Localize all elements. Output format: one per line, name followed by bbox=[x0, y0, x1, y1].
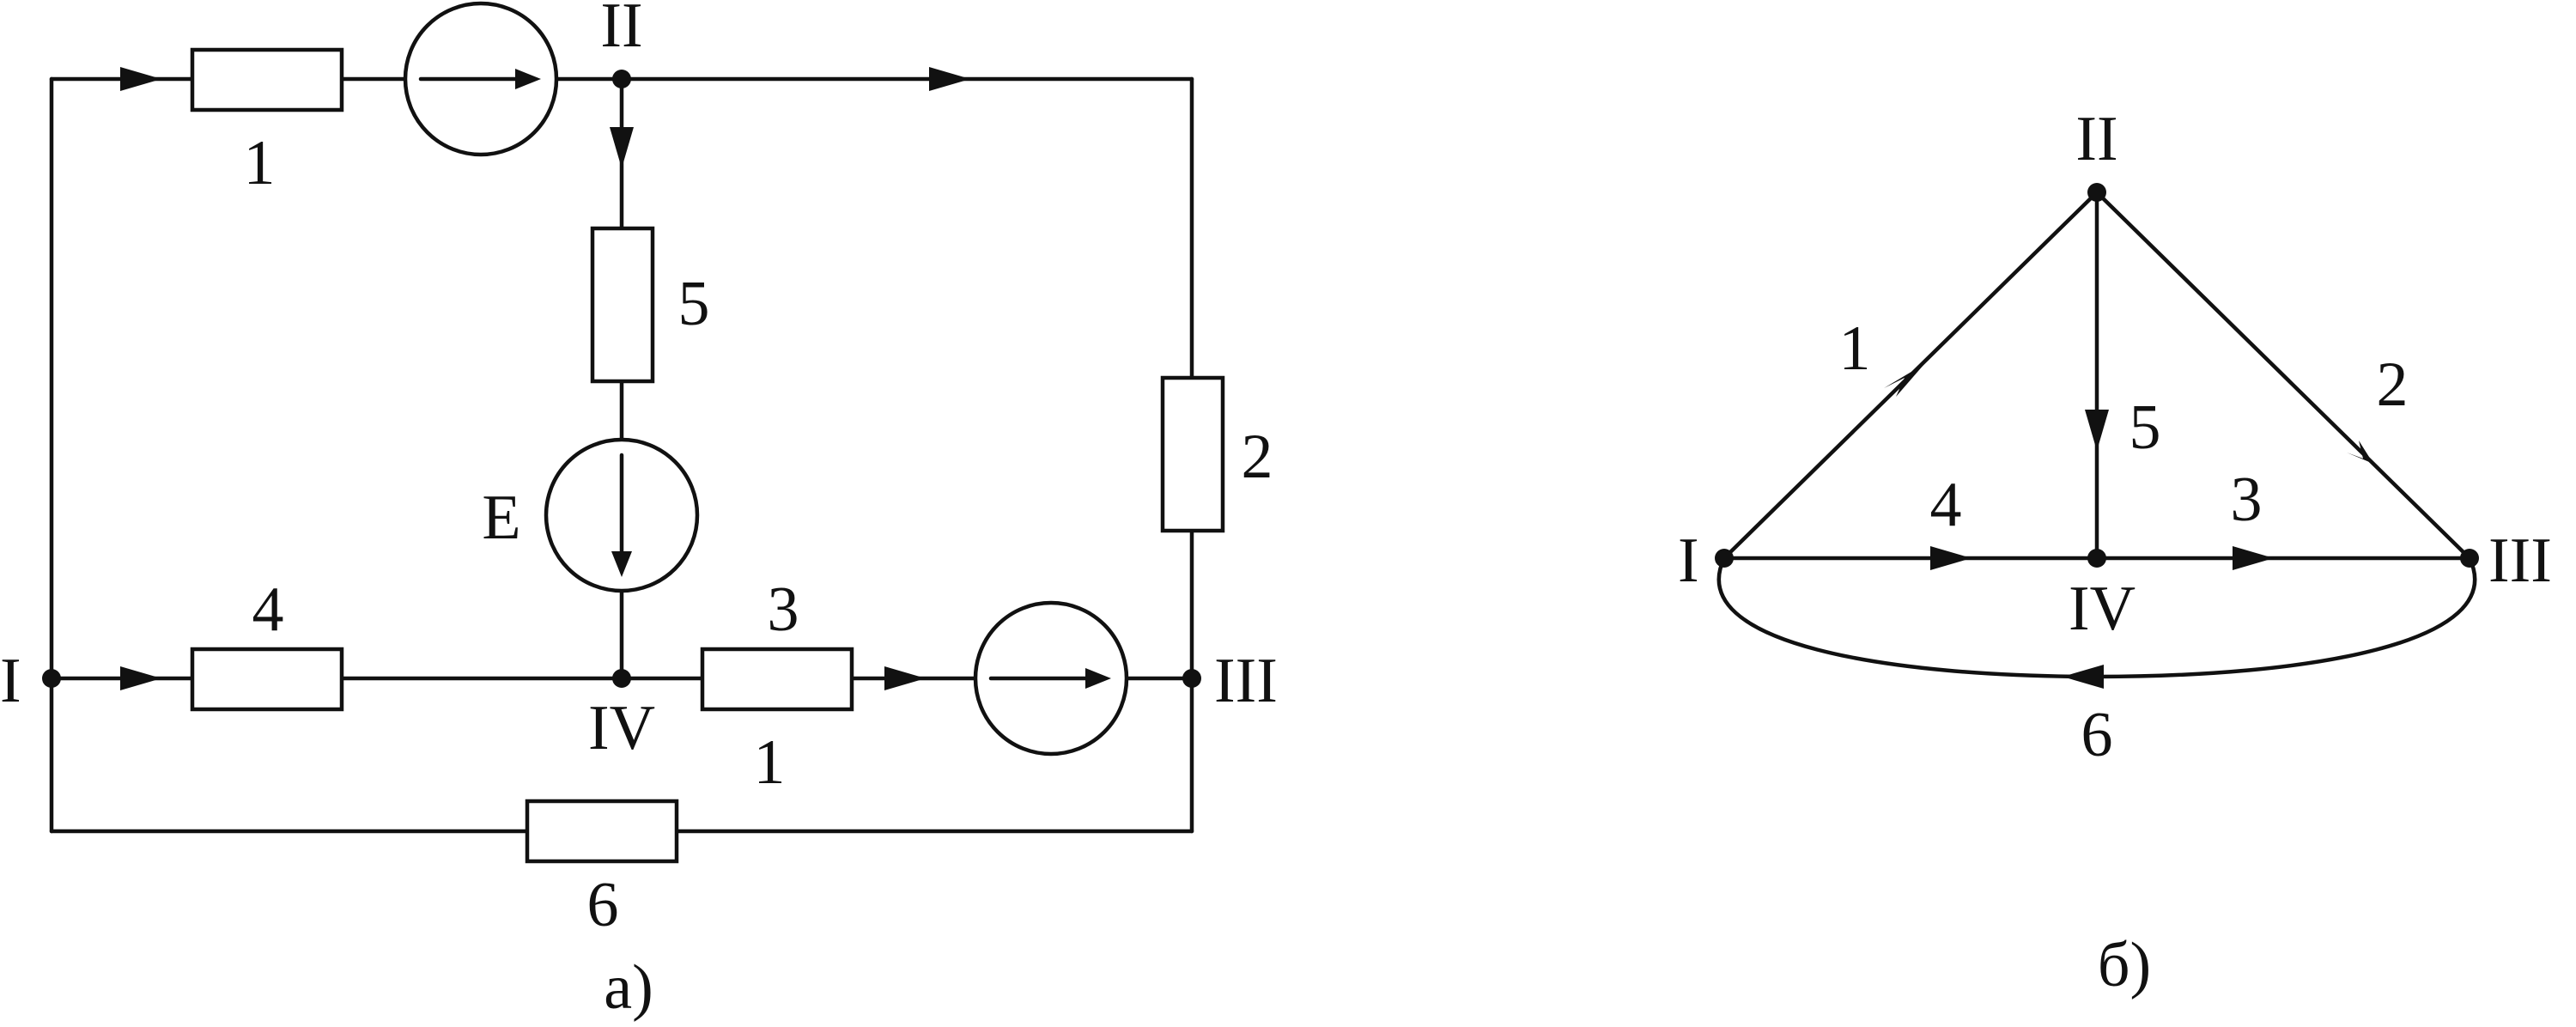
arrow-down-icon bbox=[2085, 410, 2109, 451]
circuit-branch-label-5: 5 bbox=[678, 269, 710, 339]
arrow-right-icon bbox=[2233, 546, 2274, 570]
graph-edges bbox=[1716, 190, 2477, 679]
graph-branch-label-4: 4 bbox=[1930, 470, 1962, 540]
resistor-3 bbox=[700, 647, 854, 712]
circuit-branch-label-6: 6 bbox=[587, 870, 619, 940]
circuit-node-label-III: III bbox=[1214, 646, 1278, 716]
arrow-left-icon bbox=[2063, 665, 2104, 689]
circuit-diagram: II I III IV 1 5 2 4 3 6 E 1 а) bbox=[0, 0, 1278, 1023]
graph-diagram: II I III IV 1 2 5 4 3 6 б) bbox=[1678, 104, 2552, 1000]
graph-node-label-IV: IV bbox=[2069, 574, 2136, 644]
source-e bbox=[544, 437, 700, 593]
circuit-node-III bbox=[1182, 669, 1201, 688]
arrow-right-icon bbox=[929, 67, 970, 91]
arrow-right-icon bbox=[1930, 546, 1971, 570]
resistor-4 bbox=[190, 647, 344, 712]
circuit-node-IV bbox=[612, 669, 631, 688]
circuit-branch-label-1: 1 bbox=[244, 128, 276, 198]
current-source-branch-1 bbox=[403, 1, 559, 157]
circuit-node-I bbox=[42, 669, 61, 688]
resistor-1 bbox=[190, 47, 344, 112]
graph-branch-label-6: 6 bbox=[2081, 700, 2113, 770]
graph-node-II bbox=[2087, 183, 2106, 202]
arrow-up-right-icon bbox=[1884, 364, 1924, 397]
graph-branch-label-3: 3 bbox=[2231, 465, 2263, 535]
circuit-node-label-II: II bbox=[600, 0, 642, 61]
arrow-right-icon bbox=[884, 666, 926, 690]
graph-caption: б) bbox=[2098, 930, 2151, 1000]
circuit-branch-label-3: 3 bbox=[768, 574, 799, 645]
arrow-right-icon bbox=[120, 666, 161, 690]
resistor-5 bbox=[590, 226, 655, 384]
graph-node-label-I: I bbox=[1678, 526, 1699, 596]
graph-node-III bbox=[2460, 549, 2479, 568]
graph-direction-arrows bbox=[1884, 364, 2373, 689]
circuit-caption: а) bbox=[604, 952, 653, 1023]
circuit-node-II bbox=[612, 70, 631, 88]
graph-branch-label-5: 5 bbox=[2129, 392, 2161, 463]
arrow-down-right-icon bbox=[2347, 441, 2373, 464]
graph-branch-label-2: 2 bbox=[2377, 349, 2409, 420]
circuit-node-label-I: I bbox=[0, 646, 21, 716]
graph-node-label-III: III bbox=[2488, 526, 2552, 596]
resistor-6 bbox=[525, 799, 679, 864]
graph-branch-label-1: 1 bbox=[1839, 313, 1871, 384]
resistor-2 bbox=[1160, 375, 1225, 533]
graph-edge-2 bbox=[2094, 190, 2472, 561]
source-e-label: E bbox=[482, 483, 520, 553]
arrow-down-icon bbox=[610, 127, 634, 168]
graph-node-I bbox=[1715, 549, 1734, 568]
circuit-branch-label-2: 2 bbox=[1242, 422, 1273, 492]
circuit-node-label-IV: IV bbox=[588, 693, 655, 763]
current-source-branch-3 bbox=[973, 600, 1129, 757]
circuit-branch-label-4: 4 bbox=[252, 574, 284, 645]
graph-node-label-II: II bbox=[2075, 104, 2117, 174]
circuit-direction-arrows bbox=[120, 67, 970, 690]
source-j-label: 1 bbox=[754, 727, 786, 798]
arrow-right-icon bbox=[120, 67, 161, 91]
graph-node-IV bbox=[2087, 549, 2106, 568]
